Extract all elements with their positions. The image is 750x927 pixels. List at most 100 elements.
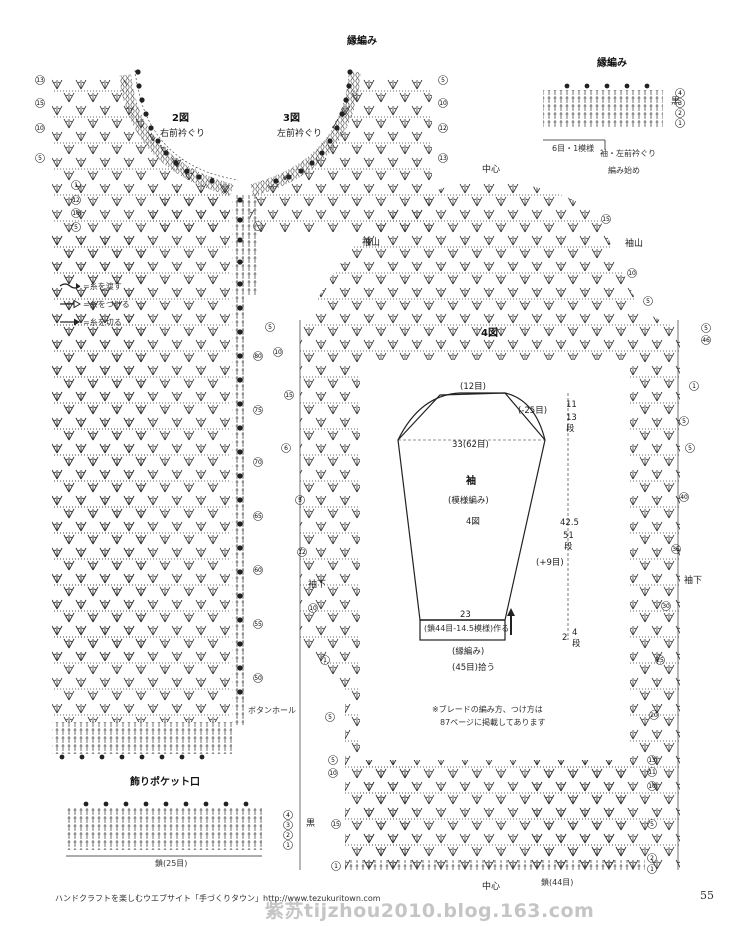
svg-text:10: 10 (648, 783, 656, 790)
svg-text:6: 6 (284, 445, 288, 452)
svg-text:15: 15 (285, 392, 293, 399)
schematic-figure-ref: 4図 (466, 517, 480, 527)
svg-text:1: 1 (678, 120, 682, 127)
center-bottom-label: 中心 (482, 880, 500, 892)
svg-text:55: 55 (254, 621, 262, 628)
edging-start-label: 編み始め (608, 165, 640, 175)
pass-yarn-icon (59, 283, 81, 289)
attach-yarn-icon (60, 299, 81, 309)
svg-text:12: 12 (439, 125, 447, 132)
svg-text:11: 11 (648, 769, 656, 776)
svg-text:5: 5 (682, 418, 686, 425)
schematic-hem-width: 23 (460, 610, 471, 620)
svg-text:25: 25 (656, 657, 664, 664)
watermark: 紫苏tijzhou2010.blog.163.com (265, 900, 595, 922)
svg-text:10: 10 (628, 270, 636, 277)
row-number-markers: 13 15 10 5 1 12 10 5 5 10 12 13 80 75 70… (35, 75, 711, 874)
schematic-decrease: (-25目) (518, 406, 547, 416)
legend-attach-yarn-text: =糸をつける (83, 299, 130, 309)
black-yarn-label-2: 黒 (306, 818, 315, 829)
svg-text:13: 13 (648, 757, 656, 764)
svg-text:3: 3 (678, 100, 682, 107)
svg-text:40: 40 (680, 494, 688, 501)
legend (59, 283, 81, 326)
legend-pass-yarn-text: =糸を渡す (83, 281, 122, 291)
svg-text:5: 5 (298, 497, 302, 504)
svg-text:5: 5 (268, 324, 272, 331)
svg-text:5: 5 (688, 445, 692, 452)
left-front-body-chart (246, 69, 432, 295)
schematic-length-3: 段 (564, 541, 573, 552)
svg-text:5: 5 (704, 325, 708, 332)
svg-text:2: 2 (678, 110, 682, 117)
center-top-label: 中心 (482, 163, 500, 175)
svg-text:10: 10 (274, 349, 282, 356)
schematic-edge-height-2: 4 (572, 628, 577, 638)
svg-text:3: 3 (286, 822, 290, 829)
note-line-1: ※ブレードの編み方、つけ方は (432, 704, 543, 714)
svg-text:5: 5 (441, 77, 445, 84)
schematic-pickup: (45目)拾う (452, 662, 495, 673)
schematic-width: 33(62目) (452, 440, 489, 450)
figure-3-label: 3図 (283, 112, 300, 124)
svg-text:65: 65 (254, 513, 262, 520)
svg-text:5: 5 (331, 757, 335, 764)
schematic-pattern: (模様編み) (448, 495, 489, 506)
schematic-increase: (+9目) (536, 558, 564, 568)
svg-text:10: 10 (36, 125, 44, 132)
svg-text:1: 1 (650, 866, 654, 873)
svg-text:12: 12 (298, 549, 306, 556)
sleeve-cap-right-label: 袖山 (625, 237, 643, 249)
figure-2-label: 2図 (172, 112, 189, 124)
svg-text:10: 10 (309, 605, 317, 612)
svg-text:12: 12 (72, 197, 80, 204)
svg-text:4: 4 (286, 812, 290, 819)
svg-text:1: 1 (286, 842, 290, 849)
legend-cut-yarn-text: =糸を切る (83, 317, 122, 327)
svg-text:60: 60 (254, 567, 262, 574)
edging-label-top: 縁編み (347, 34, 377, 47)
neck-edge-dots (135, 69, 215, 184)
svg-text:1: 1 (692, 383, 696, 390)
page-number: 55 (700, 889, 714, 902)
schematic-top-stitches: (12目) (460, 382, 486, 392)
pocket-title: 飾りポケット口 (130, 775, 200, 788)
schematic-cast-on: (鎖44目-14.5模様)作る (424, 623, 509, 633)
schematic-edging: (縁編み) (452, 646, 484, 657)
figure-3-subtitle: 左前衿ぐり (277, 127, 322, 139)
svg-text:5: 5 (646, 298, 650, 305)
schematic-title: 袖 (465, 474, 476, 487)
svg-text:1: 1 (334, 863, 338, 870)
buttonhole-label: ボタンホール (248, 706, 296, 715)
svg-text:13: 13 (439, 155, 447, 162)
chain-44-label: 鎖(44目) (541, 877, 573, 887)
svg-text:70: 70 (254, 459, 262, 466)
pocket-edging-chart (66, 801, 262, 857)
svg-text:4: 4 (678, 90, 682, 97)
svg-text:35: 35 (672, 546, 680, 553)
underarm-right-label: 袖下 (684, 574, 702, 586)
edging-dest-label: 袖・左前衿ぐり (600, 148, 656, 158)
svg-text:15: 15 (332, 821, 340, 828)
svg-text:5: 5 (650, 821, 654, 828)
svg-text:15: 15 (602, 216, 610, 223)
right-front-body-chart (52, 69, 244, 760)
svg-text:1: 1 (74, 182, 78, 189)
svg-text:13: 13 (36, 77, 44, 84)
schematic-length-2: 51 (563, 531, 574, 541)
svg-text:20: 20 (650, 712, 658, 719)
sleeve-cap-left-label: 袖山 (362, 236, 380, 248)
svg-text:5: 5 (38, 155, 42, 162)
svg-text:10: 10 (72, 210, 80, 217)
edging-repeat-label: 6目・1模様 (552, 143, 594, 153)
svg-text:80: 80 (254, 353, 262, 360)
cut-yarn-icon (60, 318, 80, 326)
schematic-length-1: 42.5 (560, 518, 579, 528)
svg-text:30: 30 (662, 603, 670, 610)
figure-4-label: 4図 (481, 327, 498, 339)
underarm-left-label: 袖下 (308, 578, 326, 590)
svg-text:1: 1 (323, 657, 327, 664)
edging-detail-title: 縁編み (597, 56, 627, 69)
svg-text:46: 46 (702, 337, 710, 344)
